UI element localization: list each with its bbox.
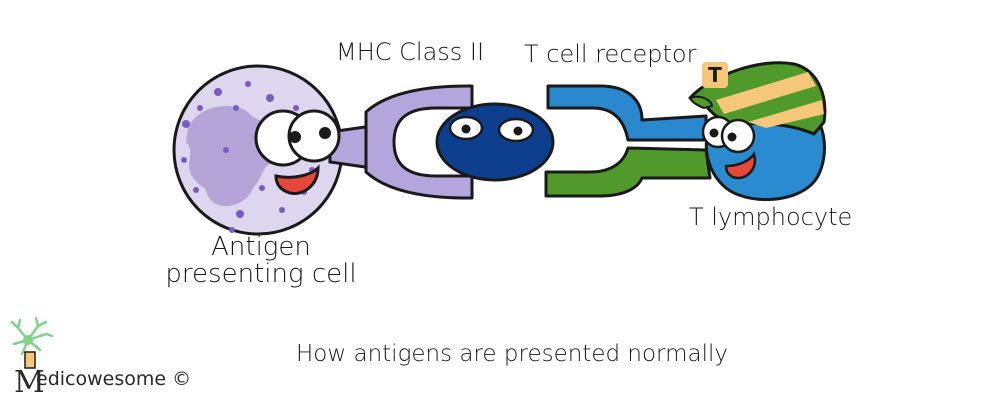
- apc-label-line1: Antigen: [211, 232, 311, 262]
- antigen: [435, 102, 555, 182]
- apc-right-eye: [287, 109, 341, 163]
- antigen-presenting-cell: [172, 64, 374, 236]
- apc-label-line2: presenting cell: [165, 259, 357, 290]
- hat-stripe-2: [748, 100, 824, 128]
- medicowesome-logo: M: [10, 316, 54, 400]
- tlymph-mouth: [724, 151, 757, 180]
- antigen-right-pupil: [513, 126, 523, 136]
- t-lymphocyte-label: T lymphocyte: [689, 203, 853, 231]
- hat-t-letter: T: [708, 63, 722, 87]
- antigen-left-pupil: [461, 124, 471, 134]
- mhc-class-ii: [364, 84, 474, 200]
- neuron-icon: [10, 316, 54, 356]
- brand-name: edicowesome ©: [36, 368, 192, 390]
- logo-pencil: [24, 351, 36, 369]
- diagram-caption: How antigens are presented normally: [296, 341, 728, 367]
- t-cell-receptor: [544, 84, 712, 198]
- apc-nucleus-lobe: [204, 155, 255, 207]
- tcr-blue-chain: [546, 84, 708, 142]
- hat-stripe-1: [716, 72, 816, 114]
- apc-right-pupil: [319, 127, 331, 139]
- tlymph-right-pupil: [727, 132, 737, 142]
- neuron-soma: [23, 335, 33, 345]
- apc-mouth: [274, 164, 320, 196]
- t-lymphocyte: T: [688, 61, 827, 201]
- tlymph-left-pupil: [709, 128, 719, 138]
- mhc-class-ii-label: MHC Class II: [336, 38, 485, 66]
- hat-t-badge: [702, 62, 728, 88]
- antigen-presenting-cell-label: Antigen presenting cell: [160, 232, 362, 290]
- tlymph-right-eye: [720, 118, 756, 154]
- t-cell-receptor-label: T cell receptor: [524, 40, 697, 68]
- logo-m-letter: M: [14, 365, 45, 400]
- tcr-green-chain: [544, 146, 712, 198]
- hat-brim: [688, 95, 714, 110]
- antigen-body: [435, 102, 555, 182]
- apc-left-pupil: [289, 131, 301, 143]
